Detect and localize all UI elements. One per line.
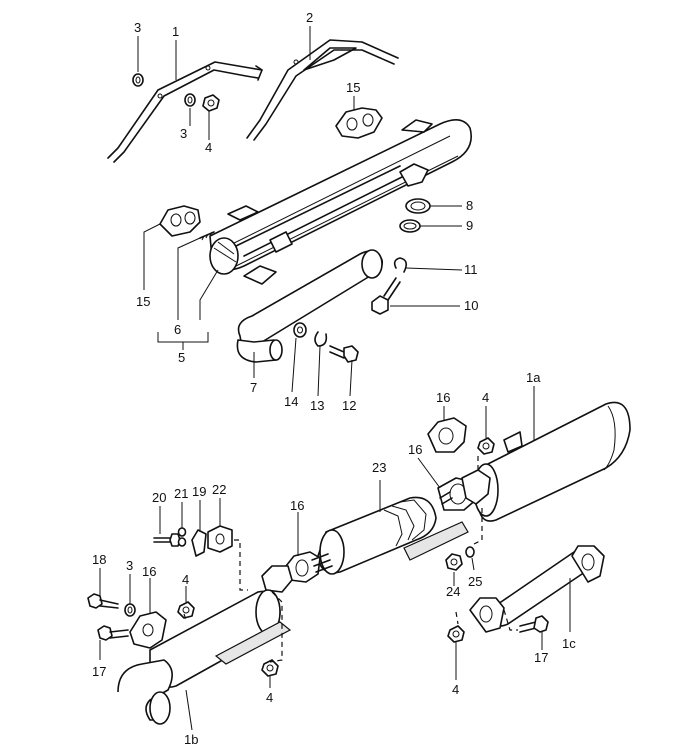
label-5: 5 bbox=[178, 350, 185, 365]
washer-14 bbox=[293, 322, 307, 338]
label-10: 10 bbox=[464, 298, 478, 313]
label-14: 14 bbox=[284, 394, 298, 409]
label-11: 11 bbox=[464, 262, 478, 277]
ring-25 bbox=[465, 546, 475, 558]
label-1c: 1c bbox=[562, 636, 576, 651]
label-15-upper: 15 bbox=[346, 80, 360, 95]
label-17-right: 17 bbox=[534, 650, 548, 665]
label-12: 12 bbox=[342, 398, 356, 413]
label-15-left: 15 bbox=[136, 294, 150, 309]
bolt-17-left bbox=[97, 625, 129, 641]
label-3-middle: 3 bbox=[180, 126, 187, 141]
bracket-1 bbox=[107, 61, 263, 163]
label-4-bottom: 4 bbox=[266, 690, 273, 705]
catalytic-converter-23 bbox=[317, 496, 469, 575]
label-1b: 1b bbox=[184, 732, 198, 747]
gasket-16-lower-left bbox=[129, 611, 167, 649]
label-2: 2 bbox=[306, 10, 313, 25]
bolt-12 bbox=[329, 345, 359, 363]
label-25: 25 bbox=[468, 574, 482, 589]
label-16-middle: 16 bbox=[408, 442, 422, 457]
gasket-16-upper bbox=[427, 417, 467, 453]
label-16-center: 16 bbox=[290, 498, 304, 513]
gasket-15-left bbox=[159, 205, 201, 237]
label-3-lower: 3 bbox=[126, 558, 133, 573]
rear-muffler-1b bbox=[117, 589, 292, 725]
part-number-labels: 1 2 3 3 4 15 8 9 11 10 15 6 5 7 14 13 12… bbox=[92, 10, 576, 747]
label-6: 6 bbox=[174, 322, 181, 337]
nut-24 bbox=[445, 553, 463, 571]
bolt-10 bbox=[371, 277, 401, 315]
heat-exchanger-assembly bbox=[209, 119, 472, 285]
label-9: 9 bbox=[466, 218, 473, 233]
stud-6 bbox=[199, 231, 215, 241]
gasket-22 bbox=[207, 525, 233, 553]
spring-washer-13 bbox=[314, 331, 328, 347]
washer-3-middle bbox=[184, 93, 196, 107]
label-7: 7 bbox=[250, 380, 257, 395]
label-8: 8 bbox=[466, 198, 473, 213]
label-18: 18 bbox=[92, 552, 106, 567]
label-1: 1 bbox=[172, 24, 179, 39]
label-3-upper: 3 bbox=[134, 20, 141, 35]
clip-11 bbox=[393, 257, 408, 273]
label-17-left: 17 bbox=[92, 664, 106, 679]
label-19: 19 bbox=[192, 484, 206, 499]
bolt-17-right bbox=[519, 615, 549, 633]
label-23: 23 bbox=[372, 460, 386, 475]
gasket-15-upper-right bbox=[335, 107, 383, 139]
label-21: 21 bbox=[174, 486, 188, 501]
bolt-18 bbox=[87, 593, 119, 609]
tailpipe-7 bbox=[236, 249, 384, 363]
nut-4-upper-right bbox=[477, 437, 495, 455]
bracket-2 bbox=[246, 39, 399, 141]
leader-lines bbox=[99, 26, 571, 731]
label-22: 22 bbox=[212, 482, 226, 497]
ring-9 bbox=[399, 219, 421, 233]
assembly-guide-lines bbox=[183, 456, 518, 663]
label-16-lower-left: 16 bbox=[142, 564, 156, 579]
nut-4-upper bbox=[202, 94, 220, 112]
washer-21 bbox=[177, 527, 187, 547]
washer-3-upper bbox=[132, 73, 144, 87]
label-1a: 1a bbox=[526, 370, 541, 385]
label-16-upper: 16 bbox=[436, 390, 450, 405]
nut-4-lower-left bbox=[177, 601, 195, 619]
label-20: 20 bbox=[152, 490, 166, 505]
nut-4-bottom bbox=[261, 659, 279, 677]
pipe-1c bbox=[469, 545, 605, 633]
label-4-lower-right: 4 bbox=[452, 682, 459, 697]
label-4-upper-right: 4 bbox=[482, 390, 489, 405]
nut-4-lower-right bbox=[447, 625, 465, 643]
label-4-upper: 4 bbox=[205, 140, 212, 155]
bolt-20 bbox=[153, 533, 181, 547]
muffler-1a bbox=[473, 401, 631, 522]
washer-3-lower bbox=[124, 603, 136, 617]
label-13: 13 bbox=[310, 398, 324, 413]
clamp-19 bbox=[191, 529, 207, 557]
label-4-lower-left: 4 bbox=[182, 572, 189, 587]
flange-joint-right bbox=[437, 469, 491, 511]
clamp-8 bbox=[405, 198, 431, 214]
label-24: 24 bbox=[446, 584, 460, 599]
